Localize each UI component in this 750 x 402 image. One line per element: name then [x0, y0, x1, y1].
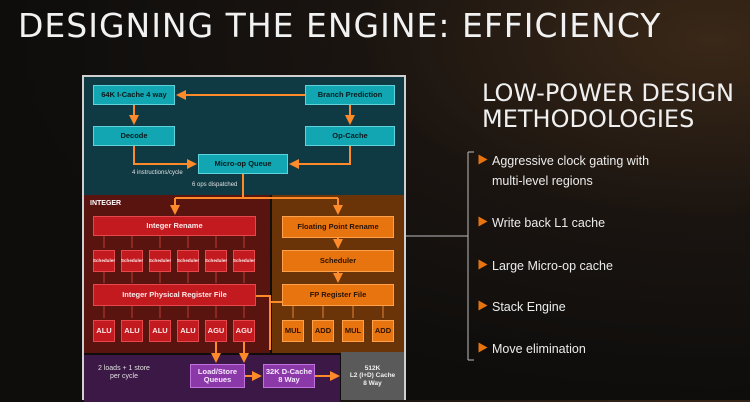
- int-register-file-box: Integer Physical Register File: [93, 284, 256, 306]
- bullet-stack-engine: Stack Engine: [478, 297, 566, 317]
- agu-2: AGU: [233, 320, 255, 342]
- integer-label: INTEGER: [90, 200, 122, 207]
- bullet-triangle-icon: [478, 154, 488, 165]
- int-scheduler-5: Scheduler: [205, 250, 227, 272]
- alu-2: ALU: [121, 320, 143, 342]
- int-scheduler-3: Scheduler: [149, 250, 171, 272]
- fp-mul-1: MUL: [282, 320, 304, 342]
- lsq-line2: Queues: [203, 375, 232, 384]
- alu-3: ALU: [149, 320, 171, 342]
- branch-prediction-box: Branch Prediction: [305, 85, 395, 105]
- fp-scheduler-box: Scheduler: [282, 250, 394, 272]
- bullet-triangle-icon: [478, 216, 488, 227]
- bullet-triangle-icon: [478, 259, 488, 270]
- dcache-line1: 32K D-Cache: [265, 366, 313, 376]
- methodologies-heading: LOW-POWER DESIGN METHODOLOGIES: [482, 80, 734, 133]
- agu-1: AGU: [205, 320, 227, 342]
- int-scheduler-4: Scheduler: [177, 250, 199, 272]
- bullet-text: Aggressive clock gating with: [492, 154, 650, 168]
- uop-queue-box: Micro-op Queue: [198, 154, 288, 174]
- instr-per-cycle-label: 4 instructions/cycle: [132, 170, 183, 176]
- bullet-text: Write back L1 cache: [492, 216, 606, 230]
- heading-line2: METHODOLOGIES: [482, 105, 695, 134]
- bullet-text: Move elimination: [492, 342, 586, 356]
- fp-rename-box: Floating Point Rename: [282, 216, 394, 238]
- icache-box: 64K I-Cache 4 way: [93, 85, 175, 105]
- bullet-text: Stack Engine: [492, 300, 566, 314]
- slide-title: DESIGNING THE ENGINE: EFFICIENCY: [18, 6, 662, 45]
- l2-line3: 8 Way: [363, 379, 382, 387]
- bullet-text: Large Micro-op cache: [492, 259, 613, 273]
- fp-register-file-box: FP Register File: [282, 284, 394, 306]
- fp-add-2: ADD: [372, 320, 394, 342]
- loads-line1: 2 loads + 1 store: [98, 365, 150, 372]
- dcache-line2: 8 Way: [278, 375, 300, 384]
- fp-add-1: ADD: [312, 320, 334, 342]
- l2-line2: L2 (I+D) Cache: [349, 372, 396, 380]
- int-scheduler-2: Scheduler: [121, 250, 143, 272]
- bullet-write-back: Write back L1 cache: [478, 213, 605, 233]
- int-scheduler-6: Scheduler: [233, 250, 255, 272]
- bullet-move-elimination: Move elimination: [478, 339, 586, 359]
- l2-cache-box: 512K L2 (I+D) Cache 8 Way: [341, 352, 404, 400]
- alu-1: ALU: [93, 320, 115, 342]
- lsq-line1: Load/Store: [197, 366, 238, 376]
- bullet-text-2: multi-level regions: [492, 174, 593, 188]
- dcache-box: 32K D-Cache 8 Way: [263, 364, 315, 388]
- bullet-clock-gating: Aggressive clock gating with multi-level…: [478, 151, 649, 191]
- bullet-triangle-icon: [478, 300, 488, 311]
- l2-line1: 512K: [364, 365, 381, 373]
- decode-box: Decode: [93, 126, 175, 146]
- loads-per-cycle-label: 2 loads + 1 store per cycle: [98, 365, 150, 382]
- opcache-box: Op-Cache: [305, 126, 395, 146]
- int-scheduler-1: Scheduler: [93, 250, 115, 272]
- fp-mul-2: MUL: [342, 320, 364, 342]
- alu-4: ALU: [177, 320, 199, 342]
- bullet-micro-op-cache: Large Micro-op cache: [478, 256, 613, 276]
- heading-line1: LOW-POWER DESIGN: [482, 79, 734, 107]
- load-store-queues-box: Load/Store Queues: [190, 364, 245, 388]
- integer-rename-box: Integer Rename: [93, 216, 256, 236]
- ops-dispatched-label: 6 ops dispatched: [192, 182, 238, 188]
- loads-line2: per cycle: [109, 373, 138, 381]
- bullet-triangle-icon: [478, 342, 488, 353]
